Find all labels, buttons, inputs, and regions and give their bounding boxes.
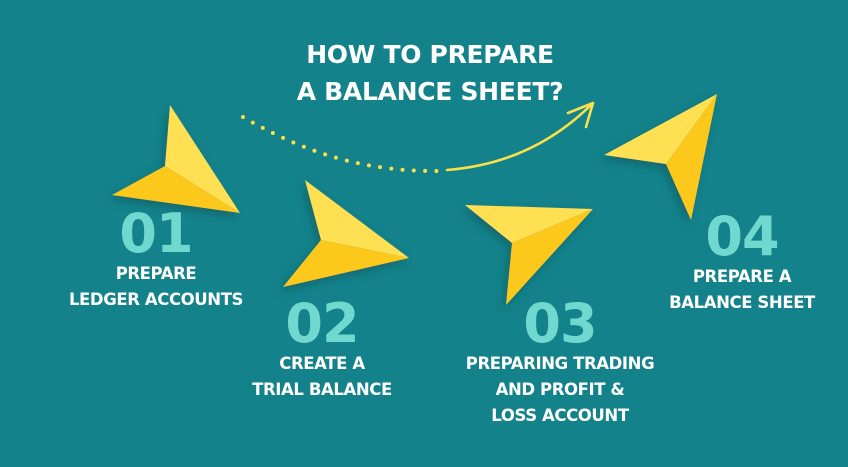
step-02: 02 CREATE A TRIAL BALANCE [232, 297, 412, 403]
step-04: 04 PREPARE A BALANCE SHEET [652, 210, 832, 316]
step-label-line: CREATE A [279, 354, 365, 373]
step-label-line: BALANCE SHEET [669, 293, 815, 312]
step-number: 02 [285, 292, 359, 355]
step-number: 01 [119, 202, 193, 265]
title-line-1: HOW TO PREPARE [306, 40, 554, 69]
step-label-line: LOSS ACCOUNT [491, 406, 629, 425]
step-number: 04 [705, 205, 779, 268]
paper-plane-arrow-icon [604, 94, 717, 220]
step-label-line: PREPARING TRADING [465, 354, 655, 373]
step-label-line: PREPARE A [692, 267, 792, 286]
step-number: 03 [523, 292, 597, 355]
title-line-2: A BALANCE SHEET? [296, 77, 564, 106]
step-label-line: TRIAL BALANCE [252, 380, 392, 399]
paper-plane-arrow-icon [283, 180, 409, 287]
step-label-line: PREPARE [115, 264, 197, 283]
step-03: 03 PREPARING TRADING AND PROFIT & LOSS A… [450, 297, 670, 429]
paper-plane-arrow-icon [112, 105, 240, 213]
step-label-line: LEDGER ACCOUNTS [68, 290, 244, 309]
curved-arrow-icon [241, 101, 595, 174]
step-label-line: AND PROFIT & [495, 380, 625, 399]
step-01: 01 PREPARE LEDGER ACCOUNTS [66, 207, 246, 313]
page-title: HOW TO PREPARE A BALANCE SHEET? [230, 36, 630, 110]
paper-plane-arrow-icon [465, 205, 593, 305]
